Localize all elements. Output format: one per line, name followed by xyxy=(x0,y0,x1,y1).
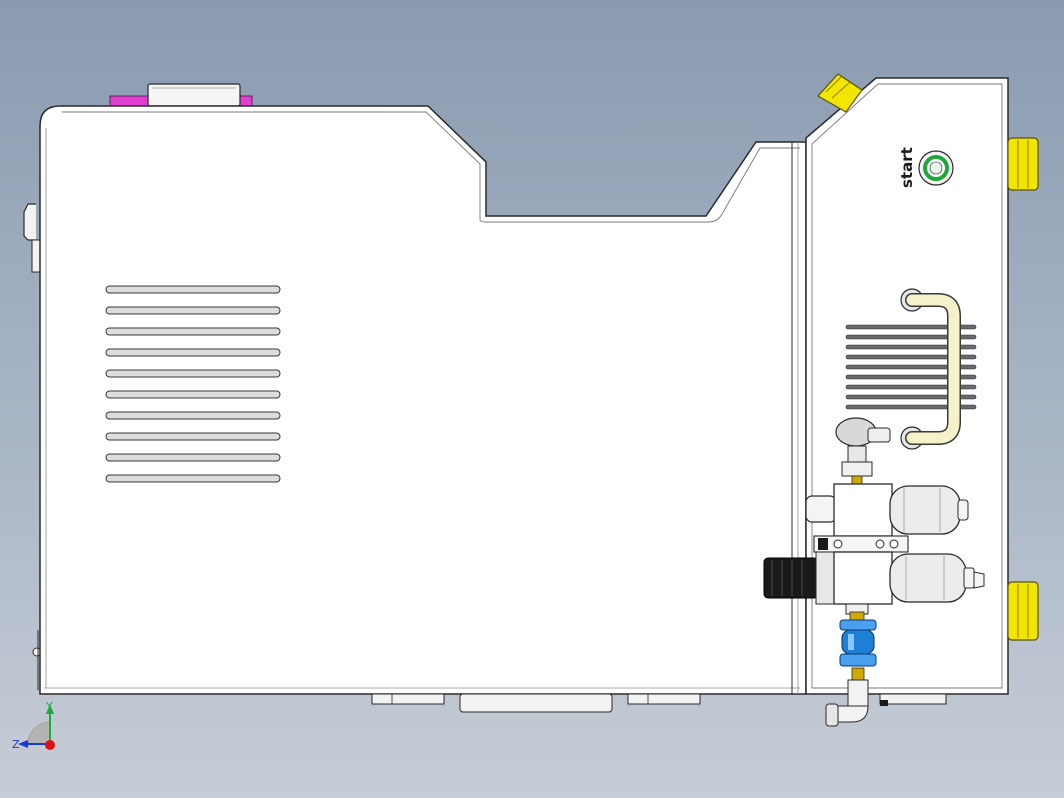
vent-slot xyxy=(105,432,281,441)
vent-slot xyxy=(845,364,977,370)
axis-z-label: Z xyxy=(12,738,20,751)
vent-slot xyxy=(105,348,281,357)
pneumatic-tee-fitting xyxy=(835,417,891,485)
carry-handle[interactable] xyxy=(900,288,961,450)
vent-slot xyxy=(105,369,281,378)
vent-slot xyxy=(105,327,281,336)
vent-grille-right xyxy=(845,324,977,410)
start-button-icon[interactable] xyxy=(918,150,954,186)
upper-filter-unit xyxy=(805,483,969,537)
vent-slot xyxy=(105,411,281,420)
bottom-elbow-fitting xyxy=(825,667,869,727)
vent-grille-left xyxy=(105,285,281,483)
vent-slot xyxy=(105,285,281,294)
vent-slot xyxy=(845,324,977,330)
left-side-latch xyxy=(23,203,42,690)
vent-slot xyxy=(105,306,281,315)
yellow-top-fitting xyxy=(817,73,863,113)
yellow-side-fitting-bottom xyxy=(1007,581,1039,641)
bottom-feet xyxy=(371,693,701,713)
vent-slot xyxy=(105,390,281,399)
axis-y-label: Y xyxy=(45,700,53,713)
vent-slot xyxy=(845,374,977,380)
blue-inline-filter xyxy=(839,619,877,667)
vent-slot xyxy=(105,474,281,483)
vent-slot xyxy=(845,384,977,390)
mounting-bracket xyxy=(813,535,909,553)
vent-slot xyxy=(845,404,977,410)
top-connector xyxy=(109,83,253,107)
vent-slot xyxy=(845,344,977,350)
vent-slot xyxy=(845,334,977,340)
yellow-side-fitting-top xyxy=(1007,137,1039,191)
main-housing xyxy=(39,105,807,695)
vent-slot xyxy=(105,453,281,462)
vent-slot xyxy=(845,354,977,360)
axis-triad-icon: Y Z xyxy=(12,700,55,751)
vent-slot xyxy=(845,394,977,400)
regulator-unit xyxy=(763,551,985,621)
start-label: start xyxy=(898,147,916,188)
